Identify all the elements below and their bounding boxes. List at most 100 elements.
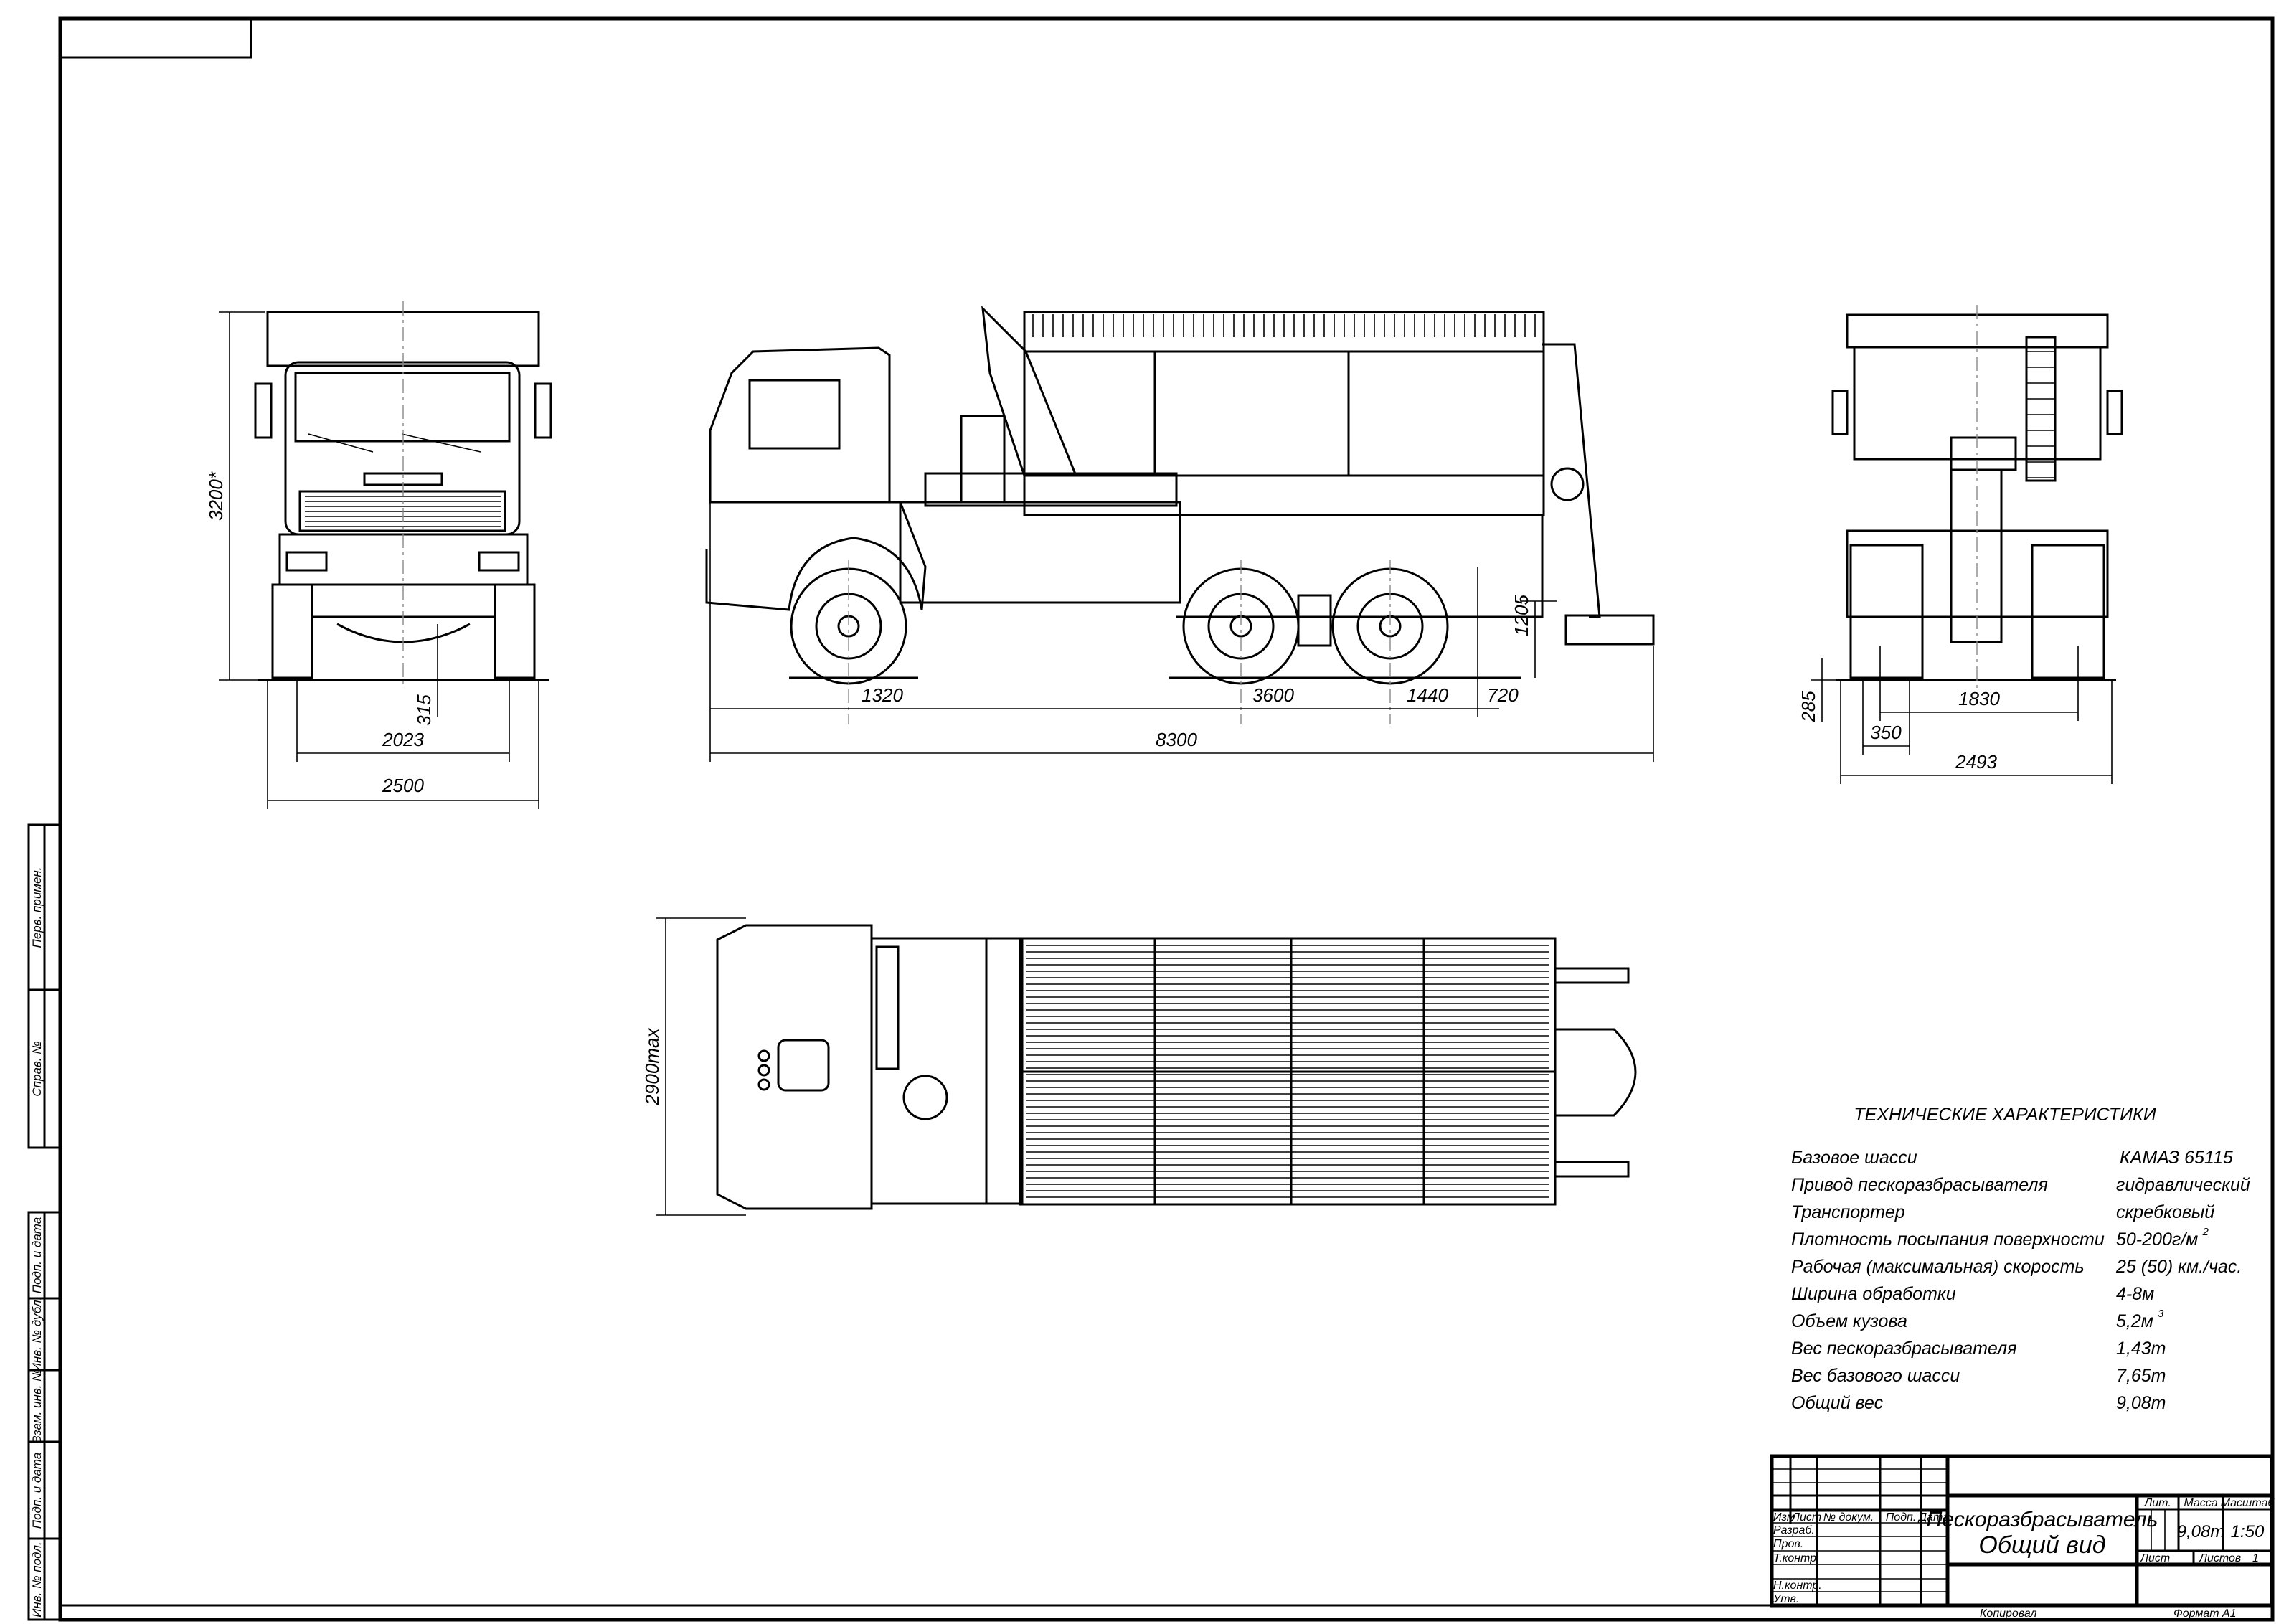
front-track-dim: 2023 (382, 729, 424, 750)
ladder (2025, 336, 2057, 482)
side-rear-axle-dim: 1440 (1407, 684, 1448, 706)
front-height-dim: 3200* (205, 471, 227, 521)
spec-label: Плотность посыпания поверхности (1791, 1229, 2105, 1250)
spec-value: КАМАЗ 65115 (2120, 1148, 2233, 1168)
spec-value-superscript: 3 (2158, 1308, 2164, 1320)
radiator-grille (298, 490, 506, 532)
fender (705, 501, 927, 611)
lit-label: Лит. (2143, 1497, 2171, 1509)
col-date: Дата (1917, 1511, 1949, 1524)
rear-wheels-left (1849, 544, 1924, 679)
mass-value: 9,08т (2177, 1522, 2225, 1542)
spec-label: Вес пескоразбрасывателя (1791, 1339, 2016, 1359)
spec-value: 9,08т (2116, 1393, 2166, 1413)
cab-side (709, 346, 891, 504)
rear-suspension (1297, 594, 1332, 647)
spec-row: Базовое шасси КАМАЗ 65115 (1791, 1148, 2233, 1168)
spec-label: Рабочая (максимальная) скорость (1791, 1257, 2085, 1277)
technical-specs: ТЕХНИЧЕСКИЕ ХАРАКТЕРИСТИКИ Базовое шасси… (1791, 1105, 2250, 1413)
spec-row: Рабочая (максимальная) скорость 25 (50) к… (1791, 1257, 2242, 1277)
specs-title: ТЕХНИЧЕСКИЕ ХАРАКТЕРИСТИКИ (1854, 1105, 2156, 1125)
spec-label: Вес базового шасси (1791, 1366, 1960, 1386)
front-clearance-dim: 315 (413, 694, 435, 726)
rear-wheels-right (2031, 544, 2105, 679)
corner-stamp-box (59, 17, 252, 59)
rear-width-dim: 2493 (1955, 751, 1997, 773)
sheet-frame (58, 16, 2275, 1622)
chassis-frame (899, 501, 1181, 604)
mass-label: Масса (2184, 1497, 2217, 1509)
spec-value: 50-200г/м (2116, 1229, 2198, 1250)
copied-label: Копировал (1980, 1608, 2037, 1620)
rear-offset-dim: 350 (1870, 722, 1902, 743)
format-label: Формат А1 (2173, 1608, 2237, 1620)
sheets-label: Листов (2199, 1552, 2241, 1564)
scale-value: 1:50 (2231, 1522, 2265, 1542)
col-doc-no: № докум. (1823, 1511, 1874, 1524)
stamp-inv-dubl: Инв. № дубл. (30, 1297, 44, 1372)
hopper-rear (1853, 346, 2102, 461)
equipment-deck (870, 937, 988, 1205)
sheets-value: 1 (2252, 1552, 2259, 1564)
row-tkontr: Т.контр. (1773, 1552, 1820, 1564)
spec-value: 25 (50) км./час. (2115, 1257, 2242, 1277)
spec-row: Привод пескоразбрасывателя гидравлический (1791, 1175, 2250, 1195)
cab-roof-hatch (777, 1039, 830, 1092)
wheel-left (271, 583, 313, 679)
cab-front (284, 361, 521, 536)
conveyor-drive (1950, 468, 2003, 643)
side-wheelbase-dim: 3600 (1252, 684, 1294, 706)
front-width-dim: 2500 (382, 775, 424, 796)
spec-value: 7,65т (2116, 1366, 2166, 1386)
stamp-vzam-inv: Взам. инв. № (30, 1368, 44, 1443)
col-sign: Подп. (1886, 1511, 1917, 1524)
row-razrab: Разраб. (1773, 1524, 1815, 1536)
spec-label: Объем кузова (1791, 1311, 1907, 1331)
scale-label: Масштаб (2221, 1497, 2275, 1509)
stamp-inv-podl: Инв. № подл. (30, 1542, 44, 1618)
top-view: 2900max (641, 917, 1637, 1216)
spec-row: Объем кузова 5,2м 3 (1791, 1308, 2164, 1331)
spreader-disc (1564, 614, 1655, 646)
drawing-title: Пескоразбрасыватель (1927, 1508, 2158, 1531)
hopper-grate-rail (1023, 311, 1545, 353)
col-izm: Изм (1773, 1511, 1795, 1524)
spec-label: Общий вес (1791, 1393, 1884, 1413)
row-nkontr: Н.контр. (1773, 1580, 1822, 1592)
side-stamp: Перв. примен. Справ. № Подп. и дата Инв.… (27, 823, 62, 1621)
title-block: Изм Лист № докум. Подп. Дата Разраб. Про… (60, 1454, 2275, 1620)
side-spreader-height-dim: 1205 (1511, 595, 1532, 636)
spec-label: Привод пескоразбрасывателя (1791, 1175, 2048, 1195)
cab-window (748, 379, 841, 450)
spec-row: Вес пескоразбрасывателя 1,43т (1791, 1339, 2166, 1359)
front-view: 3200* 315 2023 2500 (205, 301, 552, 809)
stamp-podp-data-2: Подп. и дата (30, 1453, 44, 1529)
wheel-right (494, 583, 536, 679)
spreader-disc-top (1555, 1028, 1637, 1117)
spec-label: Ширина обработки (1791, 1284, 1956, 1304)
side-view: 1320 3600 1440 720 8300 1205 (705, 305, 1655, 762)
col-list: Лист (1791, 1511, 1821, 1524)
spec-value: скребковый (2116, 1202, 2214, 1222)
spec-row: Вес базового шасси 7,65т (1791, 1366, 2166, 1386)
stamp-perv-primen: Перв. примен. (30, 867, 44, 948)
spec-value: 1,43т (2116, 1339, 2166, 1359)
rear-track-dim: 1830 (1958, 688, 2000, 709)
top-width-dim: 2900max (641, 1028, 663, 1106)
side-rear-overhang-dim: 720 (1487, 684, 1519, 706)
rear-clearance-dim: 285 (1798, 691, 1819, 723)
hopper-front-slope (981, 305, 1078, 477)
spec-label: Базовое шасси (1791, 1148, 1917, 1168)
spec-value: 4-8м (2116, 1284, 2154, 1304)
stamp-podp-data-1: Подп. и дата (30, 1217, 44, 1293)
cab-top (716, 924, 873, 1210)
spec-value: 5,2м (2116, 1311, 2153, 1331)
row-prov: Пров. (1773, 1538, 1803, 1550)
spec-row: Общий вес 9,08т (1791, 1393, 2166, 1413)
spec-value: гидравлический (2116, 1175, 2250, 1195)
spreader-arms (1555, 967, 1630, 1178)
spec-row: Ширина обработки 4-8м (1791, 1284, 2154, 1304)
stamp-sprav-no: Справ. № (30, 1041, 44, 1096)
